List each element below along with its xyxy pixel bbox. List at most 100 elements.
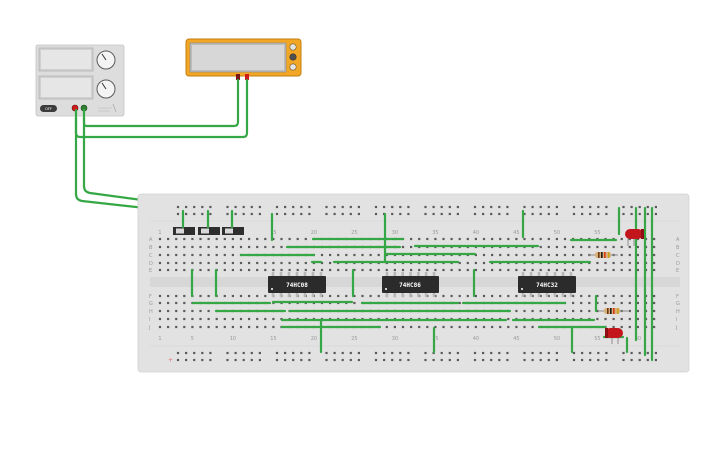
breadboard-hole[interactable] [636, 261, 639, 265]
breadboard-hole[interactable] [612, 325, 615, 329]
breadboard-hole[interactable] [432, 358, 435, 362]
breadboard-hole[interactable] [391, 358, 394, 362]
breadboard-hole[interactable] [374, 358, 378, 362]
breadboard-hole[interactable] [296, 261, 299, 265]
breadboard-hole[interactable] [264, 325, 267, 329]
breadboard-hole[interactable] [604, 261, 607, 265]
breadboard-hole[interactable] [620, 317, 623, 321]
breadboard-hole[interactable] [391, 212, 394, 216]
breadboard-hole[interactable] [424, 358, 427, 362]
breadboard-hole[interactable] [490, 351, 493, 355]
breadboard-hole[interactable] [272, 268, 275, 272]
breadboard-hole[interactable] [199, 325, 202, 329]
breadboard-hole[interactable] [231, 253, 234, 257]
breadboard-hole[interactable] [185, 205, 188, 209]
breadboard-hole[interactable] [612, 245, 615, 249]
breadboard-hole[interactable] [158, 268, 162, 272]
breadboard-hole[interactable] [620, 268, 623, 272]
breadboard-hole[interactable] [498, 205, 501, 209]
breadboard-hole[interactable] [280, 245, 283, 249]
breadboard-hole[interactable] [440, 205, 443, 209]
breadboard-hole[interactable] [563, 237, 567, 241]
breadboard-hole[interactable] [507, 294, 510, 298]
breadboard-hole[interactable] [440, 351, 443, 355]
breadboard-hole[interactable] [239, 268, 243, 272]
breadboard-hole[interactable] [407, 205, 410, 209]
breadboard-hole[interactable] [628, 294, 631, 298]
breadboard-hole[interactable] [473, 212, 477, 216]
breadboard-hole[interactable] [507, 253, 510, 257]
breadboard-hole[interactable] [581, 351, 584, 355]
breadboard-hole[interactable] [572, 309, 575, 313]
breadboard-hole[interactable] [604, 268, 607, 272]
breadboard-hole[interactable] [507, 268, 510, 272]
breadboard-hole[interactable] [572, 205, 576, 209]
breadboard-hole[interactable] [596, 301, 599, 305]
breadboard-hole[interactable] [653, 261, 656, 265]
breadboard-hole[interactable] [539, 268, 542, 272]
breadboard-hole[interactable] [191, 261, 194, 265]
breadboard-hole[interactable] [357, 212, 360, 216]
breadboard-hole[interactable] [250, 212, 253, 216]
breadboard-hole[interactable] [337, 253, 340, 257]
breadboard-hole[interactable] [158, 294, 162, 298]
breadboard-hole[interactable] [612, 294, 615, 298]
breadboard-hole[interactable] [531, 325, 534, 329]
breadboard-hole[interactable] [167, 268, 170, 272]
breadboard-hole[interactable] [450, 325, 453, 329]
breadboard-hole[interactable] [474, 325, 477, 329]
breadboard-hole[interactable] [426, 325, 429, 329]
breadboard-hole[interactable] [284, 351, 287, 355]
breadboard-hole[interactable] [482, 253, 486, 257]
breadboard-hole[interactable] [622, 351, 625, 355]
breadboard-hole[interactable] [589, 205, 592, 209]
breadboard-hole[interactable] [209, 212, 212, 216]
breadboard-hole[interactable] [498, 212, 501, 216]
breadboard-hole[interactable] [456, 351, 459, 355]
breadboard-hole[interactable] [547, 245, 550, 249]
breadboard-hole[interactable] [393, 325, 396, 329]
breadboard-hole[interactable] [448, 212, 451, 216]
breadboard-hole[interactable] [580, 268, 583, 272]
breadboard-hole[interactable] [458, 294, 461, 298]
breadboard-hole[interactable] [555, 205, 558, 209]
breadboard-hole[interactable] [280, 237, 283, 241]
breadboard-hole[interactable] [264, 237, 267, 241]
breadboard-hole[interactable] [588, 301, 591, 305]
breadboard-hole[interactable] [636, 268, 639, 272]
breadboard-hole[interactable] [622, 205, 625, 209]
breadboard-hole[interactable] [242, 358, 245, 362]
breadboard-hole[interactable] [391, 351, 394, 355]
breadboard-hole[interactable] [442, 268, 445, 272]
breadboard-hole[interactable] [248, 268, 251, 272]
breadboard-hole[interactable] [300, 358, 303, 362]
breadboard-hole[interactable] [158, 325, 162, 329]
breadboard-hole[interactable] [491, 237, 494, 241]
breadboard-hole[interactable] [167, 245, 170, 249]
breadboard-hole[interactable] [300, 205, 303, 209]
breadboard-hole[interactable] [349, 351, 352, 355]
breadboard-hole[interactable] [264, 294, 267, 298]
breadboard-hole[interactable] [292, 351, 295, 355]
breadboard-hole[interactable] [426, 268, 429, 272]
breadboard-hole[interactable] [515, 253, 518, 257]
breadboard-hole[interactable] [442, 237, 445, 241]
breadboard-hole[interactable] [539, 358, 542, 362]
chip-74hc86[interactable]: 74HC86 [382, 276, 439, 293]
breadboard-hole[interactable] [401, 245, 405, 249]
breadboard-hole[interactable] [636, 294, 639, 298]
breadboard-hole[interactable] [466, 237, 469, 241]
breadboard-hole[interactable] [434, 268, 437, 272]
power-supply[interactable]: OFF [35, 44, 125, 117]
breadboard-hole[interactable] [226, 351, 229, 355]
breadboard-hole[interactable] [201, 358, 204, 362]
breadboard-hole[interactable] [349, 358, 352, 362]
breadboard-hole[interactable] [580, 309, 583, 313]
breadboard-hole[interactable] [547, 351, 550, 355]
breadboard-hole[interactable] [531, 253, 534, 257]
breadboard-hole[interactable] [620, 237, 623, 241]
breadboard-hole[interactable] [325, 205, 328, 209]
breadboard-hole[interactable] [638, 212, 641, 216]
breadboard-hole[interactable] [499, 294, 502, 298]
